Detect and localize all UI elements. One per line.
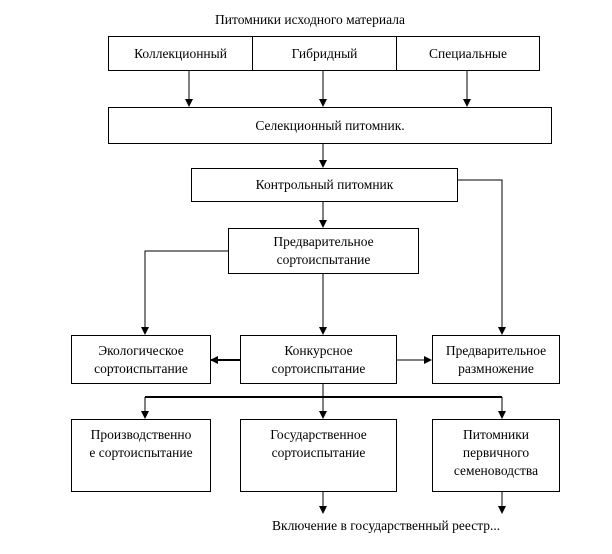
- box-label: Предварительное: [273, 234, 374, 249]
- box-label: Специальные: [429, 45, 507, 61]
- final-step-label: Включение в государственный реестр...: [272, 518, 501, 533]
- box-label: размножение: [458, 360, 534, 376]
- box-preliminary-trial: Предварительное сортоиспытание: [228, 228, 419, 274]
- box-label: семеноводства: [453, 463, 539, 478]
- box-preliminary-propagation: Предварительное размножение: [432, 335, 560, 384]
- box-production-trial: Производственно е сортоиспытание: [71, 419, 211, 492]
- box-label: первичного: [462, 445, 530, 460]
- box-label: Контрольный питомник: [255, 177, 394, 192]
- box-label: сортоиспытание: [94, 360, 188, 376]
- diagram-title: Питомники исходного материала: [215, 12, 405, 27]
- box-label: Экологическое: [98, 342, 184, 358]
- box-special-nursery: Специальные: [396, 36, 540, 71]
- box-label: Производственно: [90, 427, 192, 442]
- box-control-nursery: Контрольный питомник: [191, 168, 458, 202]
- box-label: Коллекционный: [134, 45, 227, 61]
- box-label: Питомники: [463, 427, 529, 442]
- box-competitive-trial: Конкурсное сортоиспытание: [240, 335, 397, 384]
- box-label: Предварительное: [445, 342, 547, 358]
- box-label: сортоиспытание: [271, 445, 366, 460]
- box-seed-nurseries: Питомники первичного семеноводства: [432, 419, 560, 492]
- box-label: сортоиспытание: [276, 252, 371, 267]
- box-label: сортоиспытание: [271, 360, 366, 376]
- box-state-trial: Государственное сортоиспытание: [240, 419, 397, 492]
- box-label: Государственное: [270, 427, 367, 442]
- box-collection-nursery: Коллекционный: [108, 36, 253, 71]
- box-ecological-trial: Экологическое сортоиспытание: [71, 335, 211, 384]
- box-label: е сортоиспытание: [89, 445, 193, 460]
- box-hybrid-nursery: Гибридный: [252, 36, 397, 71]
- box-selection-nursery: Селекционный питомник.: [108, 107, 552, 144]
- box-label: Конкурсное: [284, 342, 353, 358]
- box-label: Гибридный: [291, 45, 358, 61]
- box-label: Селекционный питомник.: [255, 117, 405, 133]
